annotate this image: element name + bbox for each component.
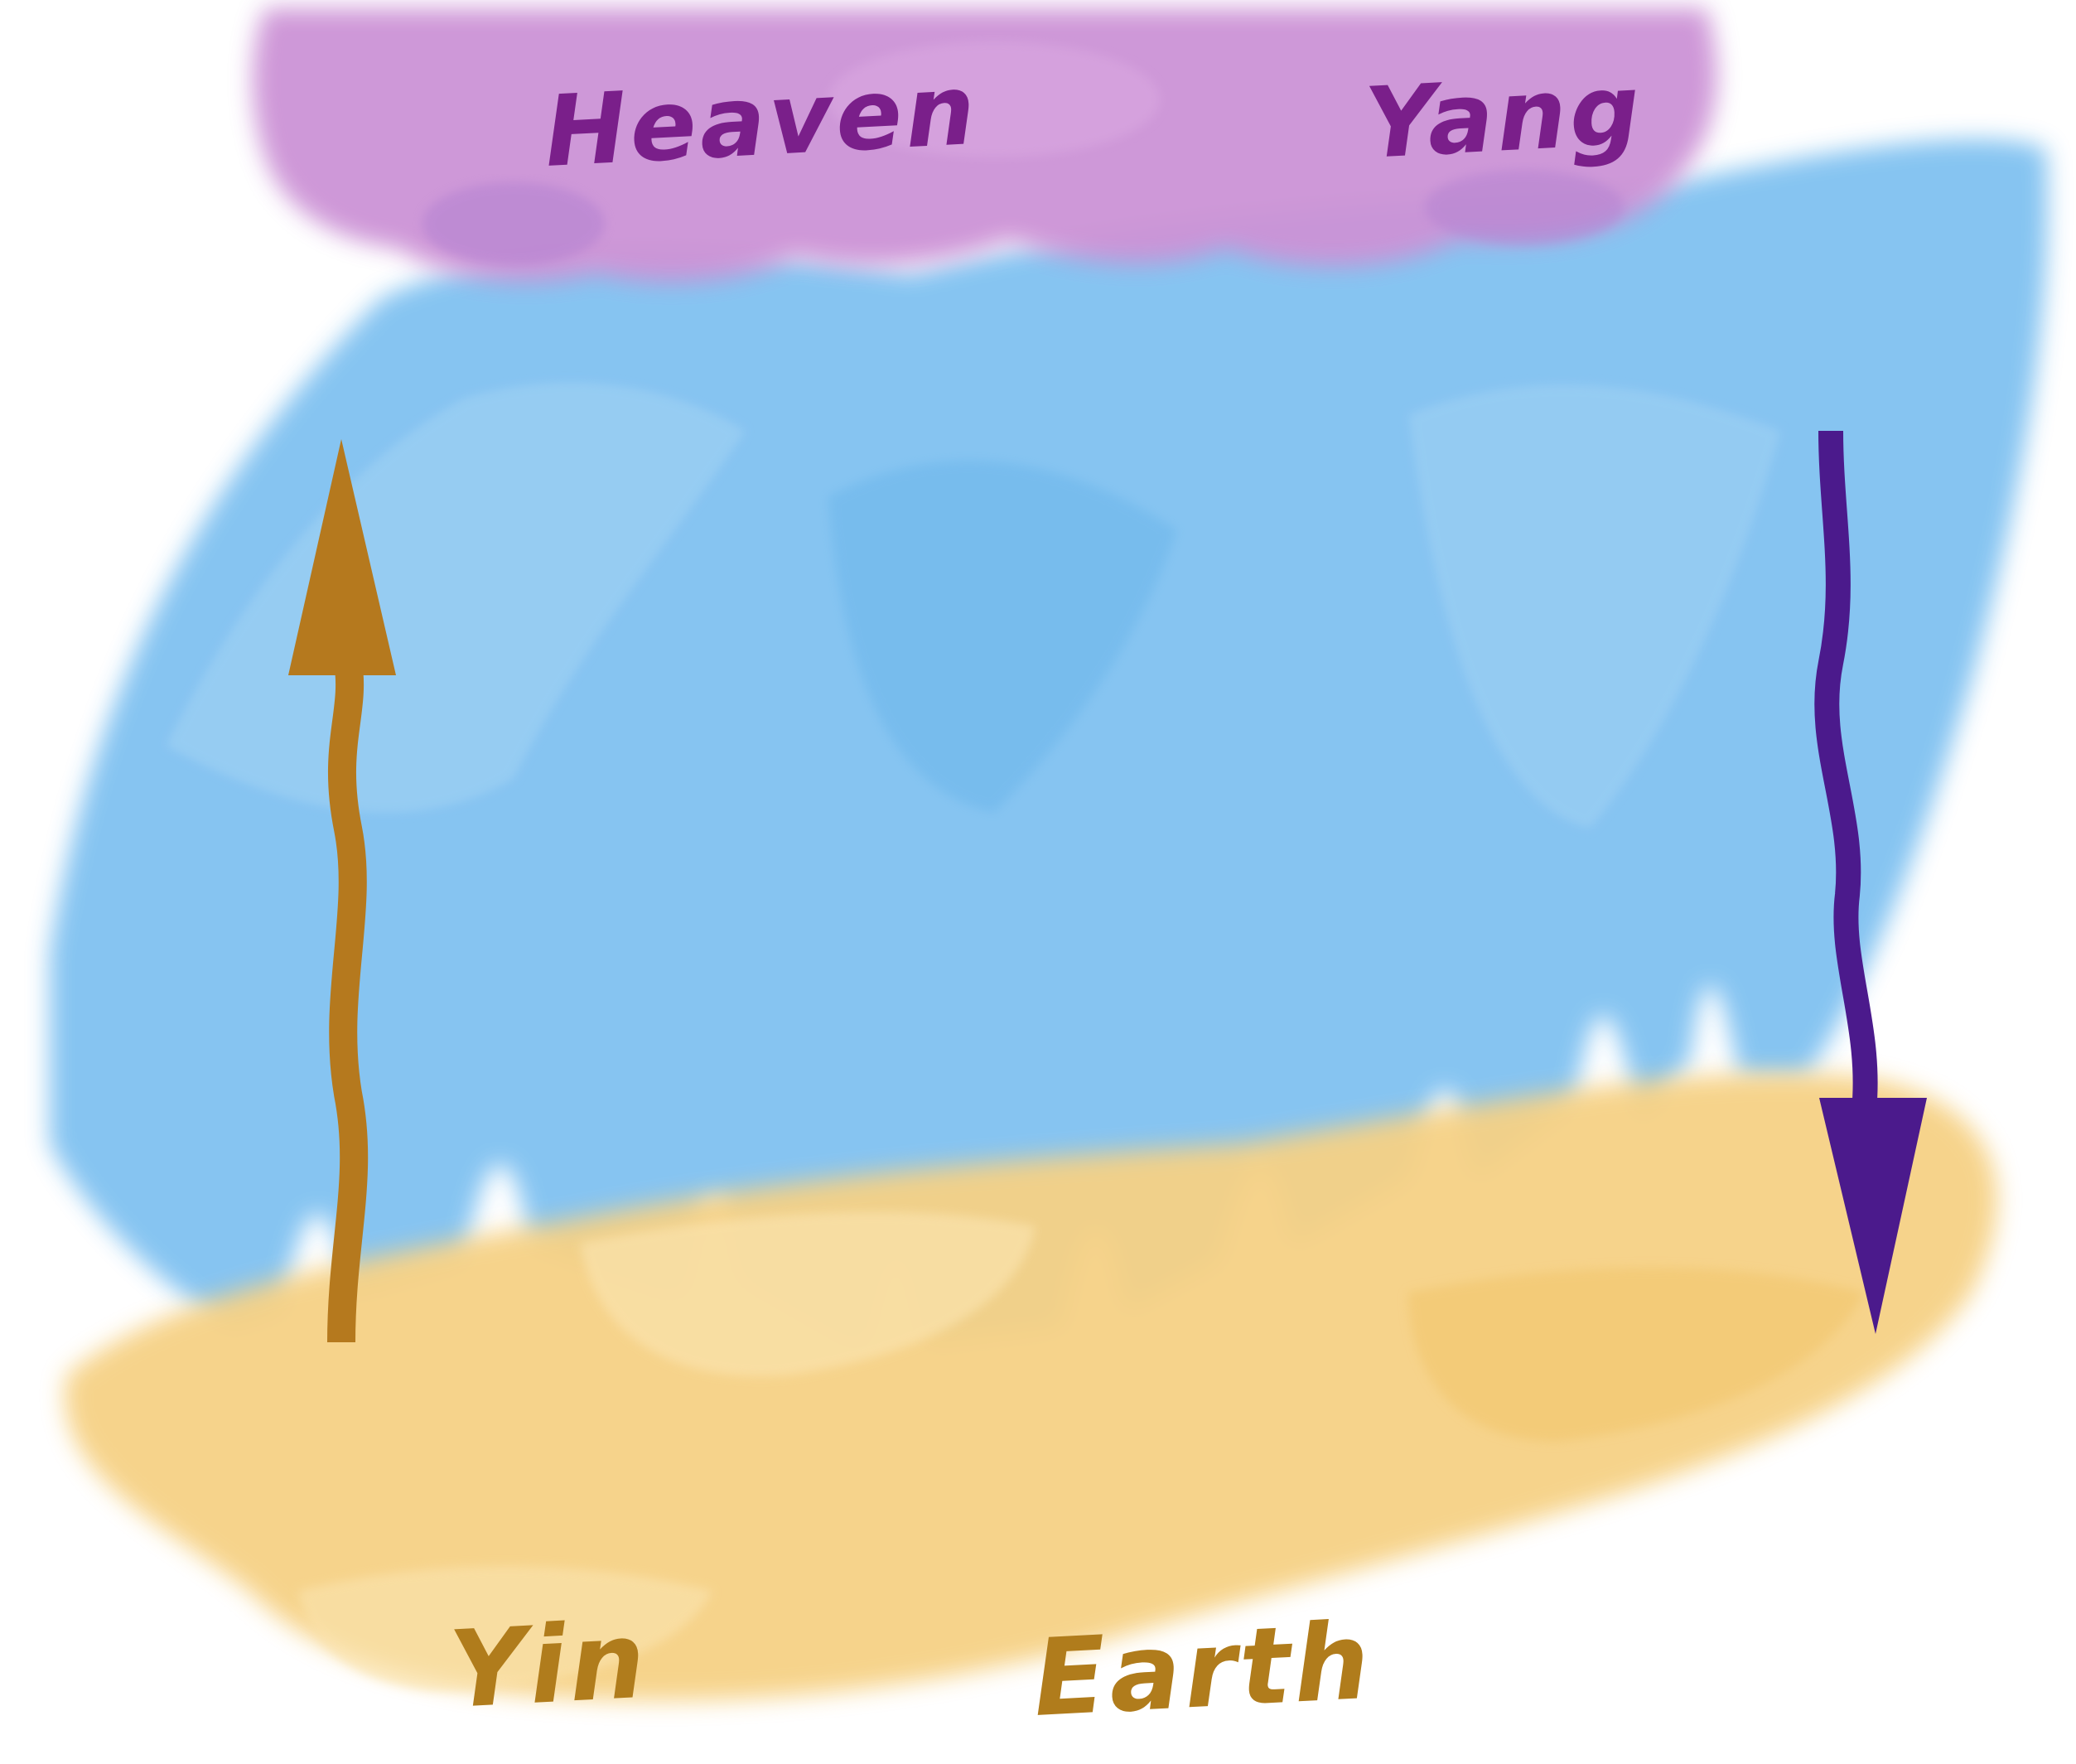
- arrow-down-icon: [1814, 430, 1927, 1334]
- heaven-cloud: [253, 8, 1717, 283]
- earth-label: Earth: [1031, 1600, 1375, 1741]
- yin-label: Yin: [447, 1599, 651, 1733]
- rain-band: [50, 139, 2048, 1342]
- earth-band: [65, 1073, 1997, 1701]
- heaven-label: Heaven: [542, 52, 981, 189]
- arrow-up-icon: [288, 439, 396, 1343]
- yang-label: Yang: [1362, 52, 1645, 181]
